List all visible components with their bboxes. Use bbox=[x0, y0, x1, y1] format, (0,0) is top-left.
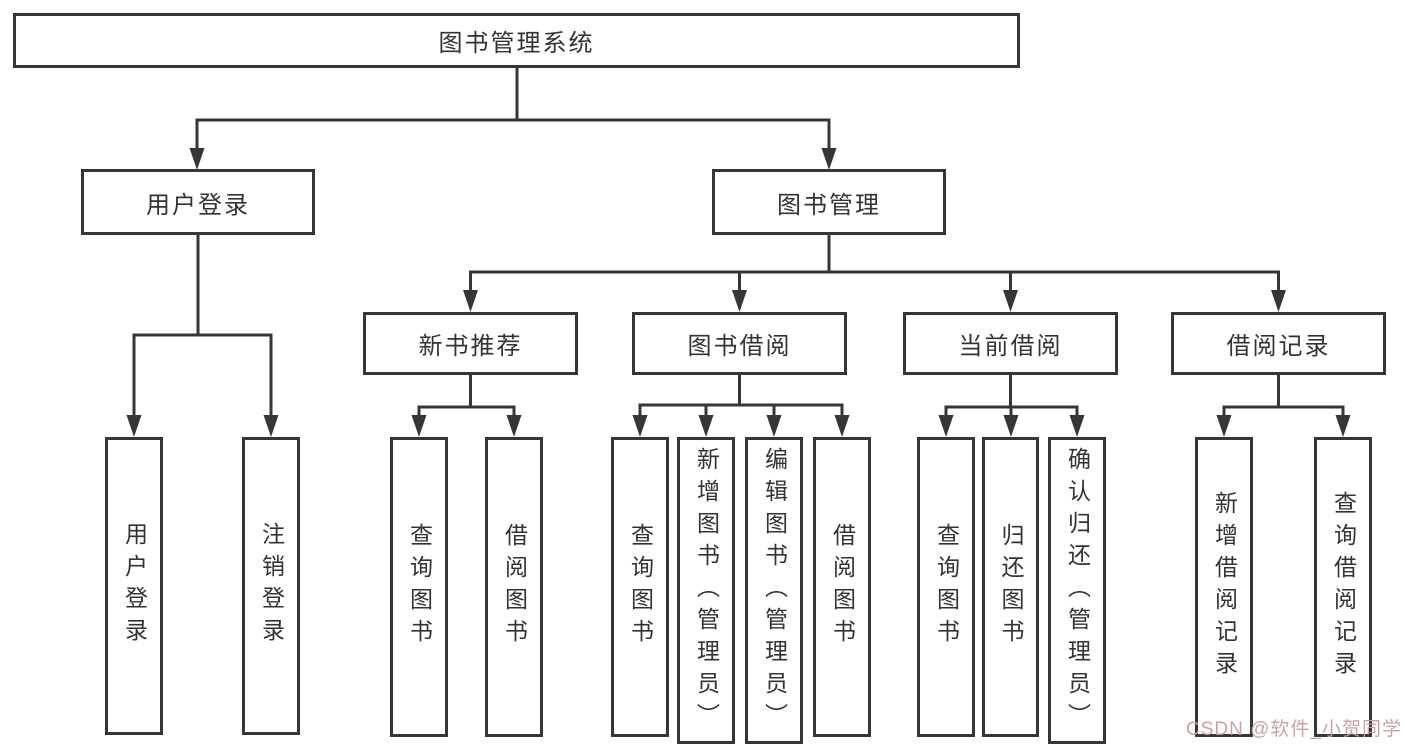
leaf-confirm-return-admin: 确认归还（管理员） bbox=[1048, 437, 1106, 744]
leaf-query-borrow-record-label: 查询借阅记录 bbox=[1330, 491, 1357, 683]
leaf-user-login-label: 用户登录 bbox=[121, 522, 148, 650]
leaf-add-borrow-record: 新增借阅记录 bbox=[1195, 437, 1253, 737]
leaf-query-books-borrow: 查询图书 bbox=[611, 437, 669, 737]
node-library-system: 图书管理系统 bbox=[13, 13, 1020, 68]
node-book-borrow-label: 图书借阅 bbox=[687, 333, 792, 360]
leaf-add-book-admin-label: 新增图书（管理员） bbox=[693, 446, 720, 735]
node-borrow-records: 借阅记录 bbox=[1171, 312, 1386, 375]
node-borrow-records-label: 借阅记录 bbox=[1226, 333, 1331, 360]
node-new-book-recommend-label: 新书推荐 bbox=[418, 333, 523, 360]
node-current-borrow-label: 当前借阅 bbox=[958, 333, 1063, 360]
leaf-add-borrow-record-label: 新增借阅记录 bbox=[1211, 491, 1238, 683]
leaf-add-book-admin: 新增图书（管理员） bbox=[677, 437, 735, 744]
leaf-borrow-books: 借阅图书 bbox=[813, 437, 871, 737]
node-book-management-label: 图书管理 bbox=[777, 191, 881, 219]
node-user-login: 用户登录 bbox=[81, 169, 315, 235]
leaf-edit-book-admin-label: 编辑图书（管理员） bbox=[761, 446, 788, 735]
leaf-user-login: 用户登录 bbox=[105, 437, 163, 735]
leaf-query-books-recommend: 查询图书 bbox=[390, 437, 448, 737]
leaf-query-books-current: 查询图书 bbox=[917, 437, 975, 737]
arrowheads bbox=[126, 148, 1351, 437]
node-new-book-recommend: 新书推荐 bbox=[363, 312, 578, 375]
leaf-borrow-books-label: 借阅图书 bbox=[829, 523, 856, 651]
leaf-query-books-recommend-label: 查询图书 bbox=[406, 523, 433, 651]
leaf-return-book: 归还图书 bbox=[982, 437, 1039, 737]
leaf-query-books-current-label: 查询图书 bbox=[933, 523, 960, 651]
node-user-login-label: 用户登录 bbox=[146, 191, 250, 219]
leaf-borrow-books-recommend: 借阅图书 bbox=[485, 437, 543, 737]
leaf-confirm-return-admin-label: 确认归还（管理员） bbox=[1064, 446, 1091, 735]
leaf-edit-book-admin: 编辑图书（管理员） bbox=[745, 437, 803, 744]
node-current-borrow: 当前借阅 bbox=[903, 312, 1118, 375]
node-book-management: 图书管理 bbox=[712, 169, 946, 235]
node-book-borrow: 图书借阅 bbox=[632, 312, 847, 375]
leaf-return-book-label: 归还图书 bbox=[998, 523, 1024, 651]
node-library-system-label: 图书管理系统 bbox=[438, 30, 595, 57]
leaf-query-borrow-record: 查询借阅记录 bbox=[1314, 437, 1372, 737]
leaf-logout-label: 注销登录 bbox=[258, 522, 285, 650]
csdn-watermark: CSDN @软件_小贺同学 bbox=[1186, 719, 1402, 740]
leaf-query-books-borrow-label: 查询图书 bbox=[627, 523, 654, 651]
leaf-logout: 注销登录 bbox=[242, 437, 300, 735]
leaf-borrow-books-recommend-label: 借阅图书 bbox=[501, 523, 528, 651]
